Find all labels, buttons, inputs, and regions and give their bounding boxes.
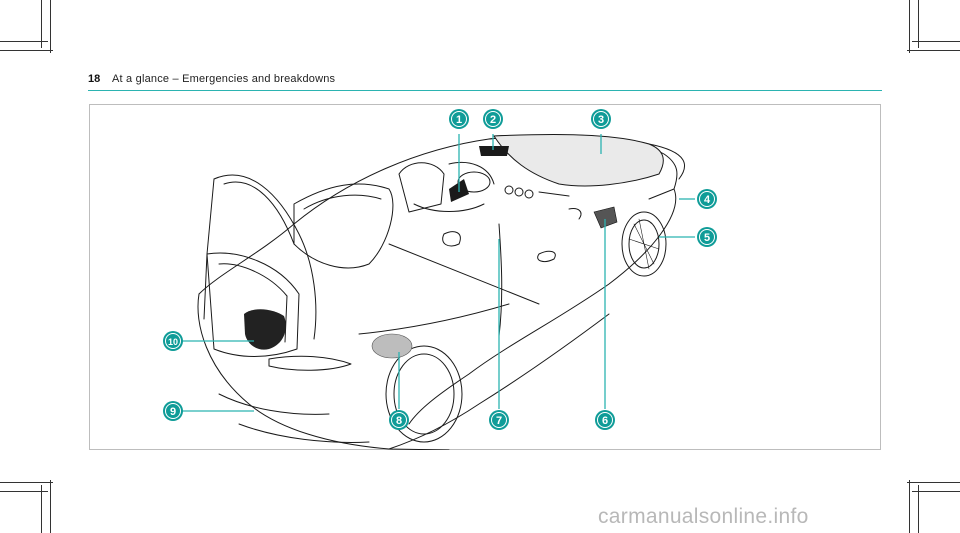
callout-leader-lines: [173, 134, 695, 412]
watermark: carmanualsonline.info: [598, 505, 809, 528]
crop-mark-bottom-left-h2: [0, 482, 53, 483]
car-overview-illustration: 1 2 3 4 5 6 7 8 9 10: [163, 109, 717, 450]
crop-mark-bottom-left-v2: [50, 480, 51, 533]
callout-10-label: 10: [168, 337, 178, 347]
callout-3: 3: [591, 109, 611, 129]
callout-9-label: 9: [170, 406, 176, 418]
car-line-art: [197, 133, 686, 450]
crop-mark-bottom-left-v: [41, 485, 42, 533]
fuel-filler-flap-highlight: [371, 333, 413, 359]
crop-mark-bottom-right-h: [912, 491, 960, 492]
callout-5-label: 5: [704, 232, 710, 244]
callout-7: 7: [489, 410, 509, 430]
callout-8-label: 8: [396, 415, 402, 427]
crop-mark-top-left-v: [41, 0, 42, 48]
callout-10: 10: [163, 331, 183, 351]
crop-mark-top-right-v2: [909, 0, 910, 53]
crop-mark-bottom-left-h: [0, 491, 48, 492]
callout-1-label: 1: [456, 114, 462, 126]
callout-6: 6: [595, 410, 615, 430]
callout-2: 2: [483, 109, 503, 129]
callout-3-label: 3: [598, 114, 604, 126]
crop-mark-bottom-right-v: [918, 485, 919, 533]
crop-mark-top-right-h: [912, 41, 960, 42]
callout-2-label: 2: [490, 114, 496, 126]
callouts: 1 2 3 4 5 6 7 8 9 10: [163, 109, 717, 430]
crop-mark-top-left-h: [0, 41, 48, 42]
trunk-tool-kit-highlight: [244, 309, 286, 350]
header-rule: [88, 90, 882, 91]
crop-mark-top-right-v: [918, 0, 919, 48]
crop-mark-top-left-v2: [50, 0, 51, 53]
callout-6-label: 6: [602, 415, 608, 427]
crop-mark-bottom-right-h2: [907, 482, 960, 483]
callout-1: 1: [449, 109, 469, 129]
first-aid-kit-highlight: [479, 146, 509, 156]
callout-4-label: 4: [704, 194, 711, 206]
crop-mark-bottom-right-v2: [909, 480, 910, 533]
callout-5: 5: [697, 227, 717, 247]
callout-8: 8: [389, 410, 409, 430]
page-number: 18: [88, 73, 101, 85]
page-header-title: At a glance – Emergencies and breakdowns: [112, 73, 336, 85]
callout-7-label: 7: [496, 415, 502, 427]
callout-9: 9: [163, 401, 183, 421]
crop-mark-top-right-h2: [907, 50, 960, 51]
crop-mark-top-left-h2: [0, 50, 53, 51]
callout-4: 4: [697, 189, 717, 209]
headlamp-unit-highlight: [593, 206, 618, 229]
